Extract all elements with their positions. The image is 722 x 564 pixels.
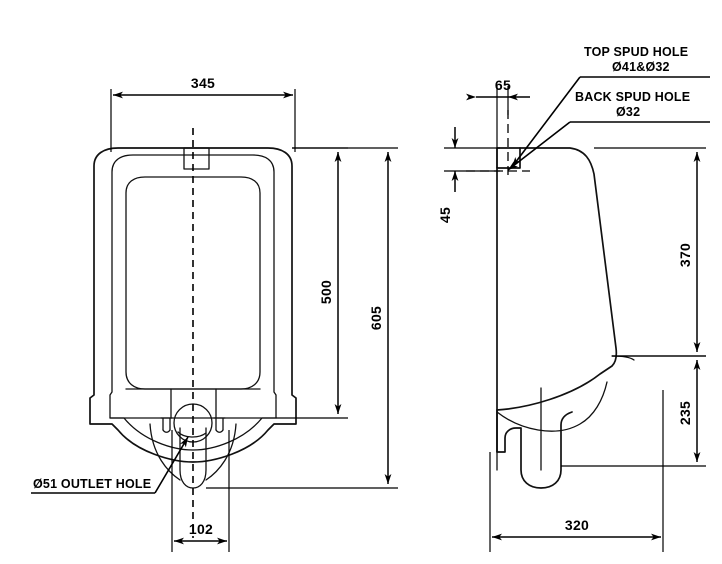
- front-view-geometry: [89, 128, 297, 538]
- dim-side-spud-drop: 45: [437, 127, 500, 223]
- front-outlet-hole-arc: [177, 431, 207, 438]
- annotation-top-spud-hole-line1: TOP SPUD HOLE: [584, 45, 688, 59]
- side-front-profile: [496, 147, 618, 411]
- side-trap-outline: [496, 409, 573, 489]
- dim-side-spud-offset: 65: [466, 77, 530, 168]
- dim-front-width-text: 345: [191, 75, 215, 91]
- front-fixing-bolt-right: [213, 417, 226, 433]
- side-view-geometry: [466, 110, 635, 489]
- annotation-outlet-hole-text: Ø51 OUTLET HOLE: [33, 477, 151, 491]
- dim-side-upper-height-text: 370: [677, 243, 693, 267]
- side-bowl-inner-curve: [496, 381, 608, 432]
- dim-front-width: 345: [110, 75, 296, 152]
- dim-side-spud-drop-text: 45: [437, 207, 453, 223]
- front-rim-outline: [109, 154, 277, 451]
- dim-side-lower-height: 235: [561, 355, 706, 467]
- annotation-outlet-hole: Ø51 OUTLET HOLE: [31, 436, 189, 494]
- annotation-top-spud-hole: TOP SPUD HOLE Ø41&Ø32: [511, 45, 710, 168]
- dim-front-outlet-spacing-text: 102: [189, 521, 213, 537]
- dim-front-bowl-height-text: 500: [318, 280, 334, 304]
- dim-front-overall-height-text: 605: [368, 306, 384, 330]
- dim-front-overall-height: 605: [206, 147, 398, 489]
- annotation-back-spud-hole-line1: BACK SPUD HOLE: [575, 90, 690, 104]
- dim-front-bowl-height: 500: [276, 147, 348, 419]
- dim-side-upper-height: 370: [594, 147, 706, 357]
- front-trap-right-curve: [205, 423, 237, 481]
- annotation-back-spud-hole: BACK SPUD HOLE Ø32: [507, 90, 710, 171]
- dim-front-outlet-spacing: 102: [171, 430, 230, 552]
- front-inner-bowl: [125, 176, 261, 390]
- dim-side-spud-offset-text: 65: [495, 77, 511, 93]
- dim-side-lower-height-text: 235: [677, 401, 693, 425]
- dim-side-depth-text: 320: [565, 517, 589, 533]
- front-top-fixing-block: [183, 147, 210, 170]
- annotation-top-spud-hole-line2: Ø41&Ø32: [612, 60, 670, 74]
- front-outer-body: [89, 147, 297, 463]
- dim-side-depth: 320: [489, 390, 664, 552]
- annotation-back-spud-hole-line2: Ø32: [616, 105, 640, 119]
- front-trap-left-curve: [149, 423, 181, 481]
- front-fixing-bolt-left: [160, 417, 173, 433]
